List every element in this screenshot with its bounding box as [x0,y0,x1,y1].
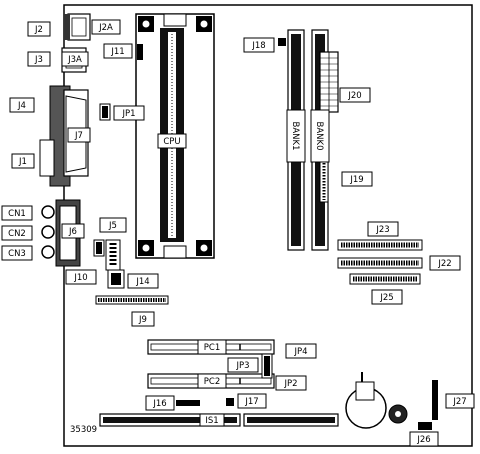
svg-text:PC1: PC1 [204,343,220,353]
svg-text:J18: J18 [251,41,265,51]
svg-text:J20: J20 [347,91,361,101]
label-cn2: CN2 [1,225,33,241]
label-j2: J2 [27,21,51,37]
svg-text:CPU: CPU [163,137,180,147]
j25-connector [349,273,421,285]
j20-power-connector [319,51,339,113]
j23-connector [337,239,423,251]
label-jp4: JP4 [285,343,317,359]
label-is1: IS1 [199,413,225,427]
label-jp2: JP2 [275,375,307,391]
svg-text:J23: J23 [375,225,389,235]
j2-connector [64,13,91,41]
svg-text:J5: J5 [108,221,117,231]
label-j3a: J3A [61,51,89,67]
svg-text:J25: J25 [379,293,393,303]
label-j1: J1 [11,153,35,169]
svg-text:J17: J17 [244,397,258,407]
svg-text:PC2: PC2 [204,377,220,387]
j5-header [105,239,121,271]
svg-text:CN1: CN1 [8,209,26,219]
label-j9: J9 [131,311,155,327]
label-j7: J7 [67,127,91,143]
svg-text:J2: J2 [34,25,43,35]
svg-text:J14: J14 [135,277,149,287]
svg-text:J19: J19 [349,175,363,185]
label-j5: J5 [99,217,127,233]
svg-text:J3A: J3A [67,55,82,65]
j11-header [137,44,143,60]
label-j11: J11 [103,43,133,59]
svg-text:J27: J27 [452,397,466,407]
svg-text:JP3: JP3 [235,361,249,371]
label-cn1: CN1 [1,205,33,221]
label-j19: J19 [341,171,373,187]
label-pc2: PC2 [197,373,227,389]
label-j16: J16 [145,395,175,411]
serial-parallel-connectors [39,85,89,187]
j10-header [93,239,105,257]
svg-text:J26: J26 [416,435,430,445]
svg-text:J22: J22 [437,259,451,269]
svg-text:BANK0: BANK0 [314,122,324,151]
label-j17: J17 [237,393,267,409]
label-pc1: PC1 [197,339,227,355]
label-j25: J25 [371,289,403,305]
j9-connector [95,295,169,305]
svg-text:JP2: JP2 [283,379,297,389]
svg-text:J2A: J2A [98,23,113,33]
label-bank0: BANK0 [310,109,330,163]
buzzer [388,404,408,424]
svg-text:J7: J7 [74,131,83,141]
label-j27: J27 [445,393,475,409]
label-j18: J18 [243,37,275,53]
label-j3: J3 [27,51,51,67]
svg-text:JP1: JP1 [121,109,135,119]
label-bank1: BANK1 [286,109,306,163]
jp1-header [99,103,111,121]
battery [345,372,387,429]
label-j20: J20 [339,87,371,103]
svg-text:BANK1: BANK1 [290,122,300,151]
part-number: 35309 [70,425,97,435]
label-j14: J14 [127,273,159,289]
svg-text:J4: J4 [17,101,26,111]
svg-text:JP4: JP4 [293,347,307,357]
label-jp3: JP3 [227,357,259,373]
label-j26: J26 [409,431,439,447]
svg-text:J16: J16 [152,399,166,409]
label-j22: J22 [429,255,461,271]
svg-text:J9: J9 [138,315,147,325]
j14-header [107,269,125,289]
svg-text:J10: J10 [73,273,87,283]
label-j2a: J2A [91,19,121,35]
svg-text:CN2: CN2 [8,229,26,239]
svg-text:IS1: IS1 [205,416,218,426]
label-cn3: CN3 [1,245,33,261]
label-jp1: JP1 [113,105,145,121]
j17-header [226,398,234,406]
svg-text:J6: J6 [68,227,77,237]
j26-header [418,422,432,430]
j18-header [278,38,286,46]
svg-text:J3: J3 [34,55,43,65]
label-j4: J4 [9,97,35,113]
j22-connector [337,257,423,269]
jp-headers [261,353,273,379]
j27-header [432,380,438,420]
label-cpu: CPU [157,133,187,149]
svg-text:CN3: CN3 [8,249,26,259]
label-j10: J10 [65,269,97,285]
label-j23: J23 [367,221,399,237]
svg-text:J11: J11 [110,47,124,57]
label-j6: J6 [61,223,85,239]
j16-header [176,400,200,406]
svg-text:J1: J1 [18,157,27,167]
